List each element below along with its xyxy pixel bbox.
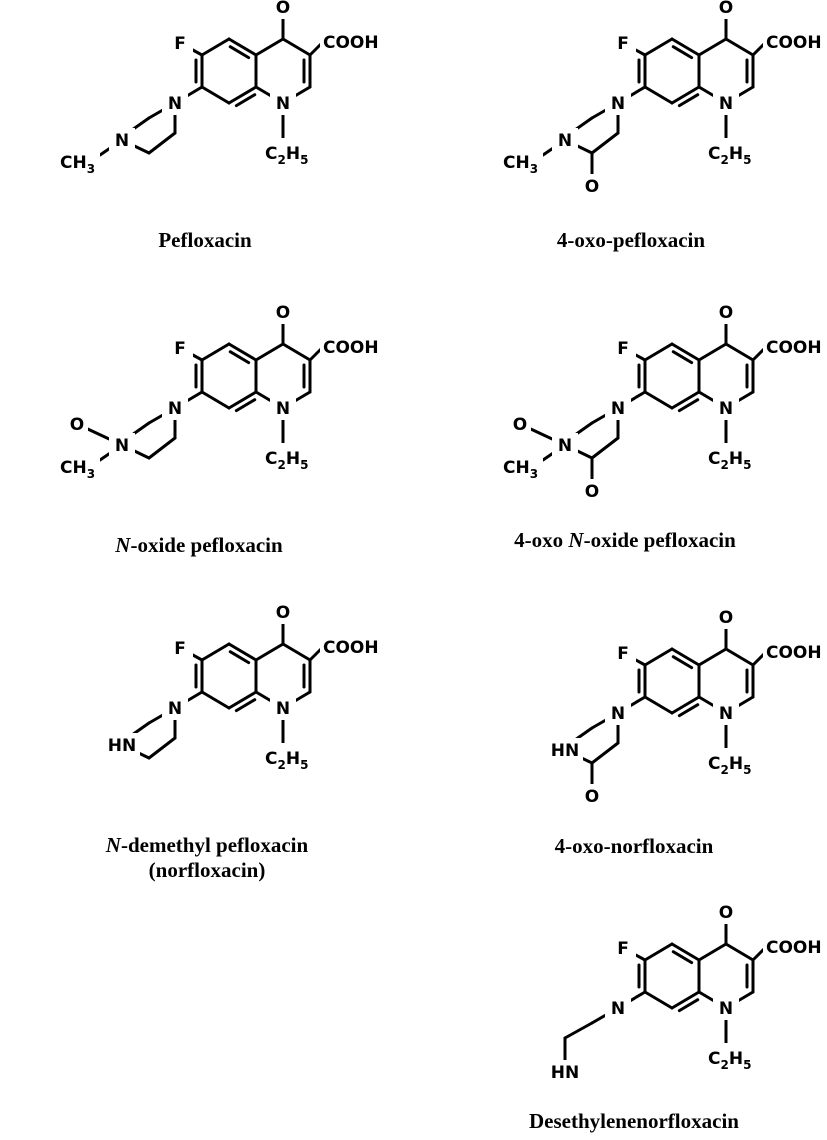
carbonyl-oxygen-label: O xyxy=(276,603,290,623)
ethyl-label: C2H5 xyxy=(708,449,751,472)
carboxylic-acid-label: COOH xyxy=(766,643,822,663)
methyl-label: CH3 xyxy=(60,153,95,176)
fluorine-label: F xyxy=(617,34,629,54)
methyl-label: CH3 xyxy=(503,153,538,176)
carbonyl-oxygen-label: O xyxy=(276,303,290,323)
piperazine-nitrogen-label: N xyxy=(168,699,182,719)
piperazine-nitrogen-label: N xyxy=(168,399,182,419)
fluorine-label: F xyxy=(174,339,186,359)
n-oxide-oxygen-label: O xyxy=(70,415,84,435)
bond-lines xyxy=(120,610,325,760)
atom-labels: F O COOH N C2H5 N HN xyxy=(547,900,825,1084)
molecule-pefloxacin: F O COOH N C2H5 N N CH3 xyxy=(56,0,382,176)
piperazine-nitrogen-label: N xyxy=(611,94,625,114)
ring-nitrogen-label: N xyxy=(276,699,290,719)
methyl-label: CH3 xyxy=(503,458,538,481)
molecule-caption: N-demethyl pefloxacin xyxy=(105,833,309,857)
ring-nitrogen-label: N xyxy=(276,399,290,419)
carboxylic-acid-label: COOH xyxy=(766,338,822,358)
piperazine-nitrogen-label: N xyxy=(611,704,625,724)
bond-lines xyxy=(98,5,325,157)
fluorine-label: F xyxy=(174,639,186,659)
molecule-n-oxide-pefloxacin: F O COOH N C2H5 N N CH3 O xyxy=(56,300,382,481)
ethyl-label: C2H5 xyxy=(708,144,751,167)
distal-nitrogen-label: HN xyxy=(551,1063,579,1083)
ethyl-label: C2H5 xyxy=(708,1049,751,1072)
ethyl-label: C2H5 xyxy=(265,144,308,167)
molecule-caption: N-oxide pefloxacin xyxy=(114,533,283,557)
distal-nitrogen-label: HN xyxy=(551,741,579,761)
atom-labels: F O COOH N C2H5 N N CH3 O xyxy=(56,300,382,481)
carbonyl-oxygen-label: O xyxy=(719,0,733,18)
carboxylic-acid-label: COOH xyxy=(766,938,822,958)
oxo-oxygen-label: O xyxy=(585,482,599,502)
piperazine-nitrogen-label: N xyxy=(611,999,625,1019)
molecule-caption: 4-oxo N-oxide pefloxacin xyxy=(514,528,736,552)
fluorine-label: F xyxy=(617,939,629,959)
piperazine-nitrogen-label: N xyxy=(611,399,625,419)
molecule-caption: Pefloxacin xyxy=(158,228,252,252)
fluorine-label: F xyxy=(174,34,186,54)
distal-nitrogen-label: N xyxy=(558,436,572,456)
n-oxide-oxygen-label: O xyxy=(513,415,527,435)
oxo-oxygen-label: O xyxy=(585,177,599,197)
carboxylic-acid-label: COOH xyxy=(766,33,822,53)
ring-nitrogen-label: N xyxy=(719,399,733,419)
carbonyl-oxygen-label: O xyxy=(719,903,733,923)
molecule-caption: (norfloxacin) xyxy=(149,858,266,882)
methyl-label: CH3 xyxy=(60,458,95,481)
distal-nitrogen-label: N xyxy=(115,436,129,456)
carboxylic-acid-label: COOH xyxy=(323,638,379,658)
carbonyl-oxygen-label: O xyxy=(719,608,733,628)
molecule-caption: Desethylenenorfloxacin xyxy=(529,1109,739,1133)
ring-nitrogen-label: N xyxy=(276,94,290,114)
molecule-desethylenenorfloxacin: F O COOH N C2H5 N HN xyxy=(547,900,825,1084)
distal-nitrogen-label: N xyxy=(558,131,572,151)
molecule-caption: 4-oxo-pefloxacin xyxy=(557,228,705,252)
carbonyl-oxygen-label: O xyxy=(276,0,290,18)
ethyl-label: C2H5 xyxy=(708,754,751,777)
molecule-4-oxo-norfloxacin: F O COOH N C2H5 N HN O xyxy=(547,605,825,808)
fluorine-label: F xyxy=(617,644,629,664)
distal-nitrogen-label: N xyxy=(115,131,129,151)
carboxylic-acid-label: COOH xyxy=(323,33,379,53)
molecule-caption: 4-oxo-norfloxacin xyxy=(555,834,714,858)
distal-nitrogen-label: HN xyxy=(108,736,136,756)
atom-labels: F O COOH N C2H5 N HN O xyxy=(547,605,825,808)
atom-labels: F O COOH N C2H5 N HN xyxy=(104,600,382,773)
molecule-n-demethyl-pefloxacin: F O COOH N C2H5 N HN xyxy=(104,600,382,773)
ethyl-label: C2H5 xyxy=(265,749,308,772)
carboxylic-acid-label: COOH xyxy=(323,338,379,358)
ring-nitrogen-label: N xyxy=(719,704,733,724)
ring-nitrogen-label: N xyxy=(719,94,733,114)
carbonyl-oxygen-label: O xyxy=(719,303,733,323)
atom-labels: F O COOH N C2H5 N N CH3 xyxy=(56,0,382,176)
piperazine-nitrogen-label: N xyxy=(168,94,182,114)
ring-nitrogen-label: N xyxy=(719,999,733,1019)
fluorine-label: F xyxy=(617,339,629,359)
ethyl-label: C2H5 xyxy=(265,449,308,472)
oxo-oxygen-label: O xyxy=(585,787,599,807)
